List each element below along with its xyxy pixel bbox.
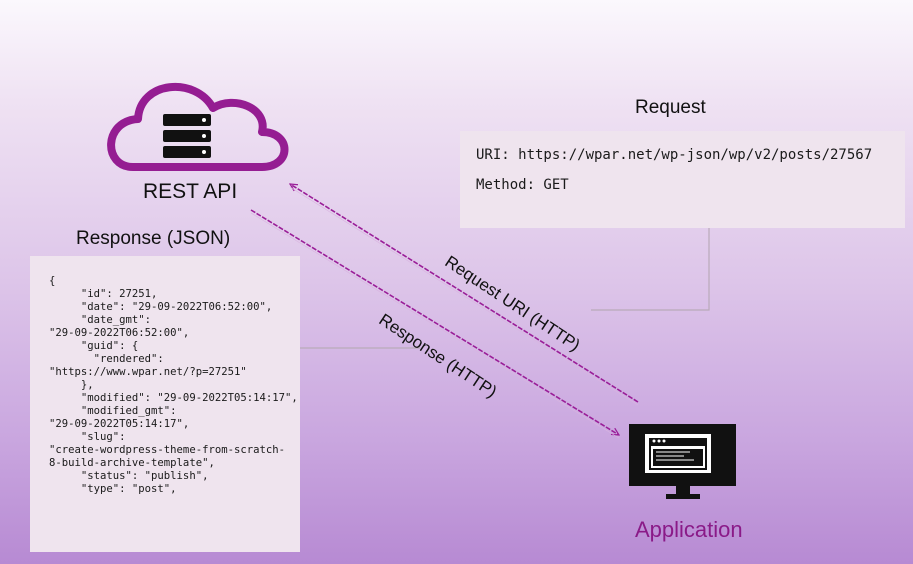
request-method-line: Method: GET [476, 177, 569, 193]
request-connector [591, 228, 710, 311]
response-json-box: { "id": 27251, "date": "29-09-2022T06:52… [30, 256, 300, 552]
request-title: Request [635, 97, 706, 118]
application-label: Application [635, 517, 743, 542]
cloud-server-icon [107, 82, 289, 171]
rest-api-label: REST API [143, 180, 238, 203]
response-json-text: { "id": 27251, "date": "29-09-2022T06:52… [49, 275, 298, 495]
monitor-app-icon [629, 424, 736, 499]
response-title: Response (JSON) [76, 228, 231, 249]
request-uri-line: URI: https://wpar.net/wp-json/wp/v2/post… [476, 147, 873, 163]
request-arrow [290, 184, 639, 406]
response-arrow [250, 209, 619, 439]
request-details-box: URI: https://wpar.net/wp-json/wp/v2/post… [460, 131, 905, 228]
